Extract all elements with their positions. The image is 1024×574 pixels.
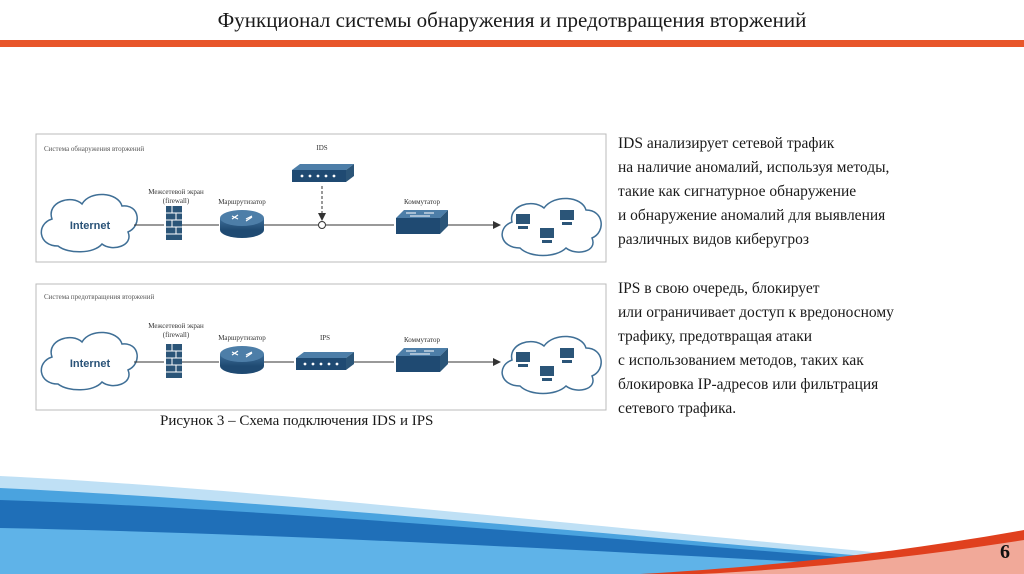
ids-description-line: такие как сигнатурное обнаружение [618,180,1018,204]
ids-router-label: Маршрутизатор [218,198,266,206]
ips-description-line: сетевого трафика. [618,397,1018,421]
ids-firewall-label-line1: Межсетевой экран [148,188,204,196]
router-icon [220,210,264,238]
firewall-icon [166,206,182,240]
ips-description-line: IPS в свою очередь, блокирует [618,277,1018,301]
switch-icon [396,210,448,234]
ips-firewall-label-line2: (firewall) [163,331,190,339]
firewall-icon [166,344,182,378]
switch-icon [396,348,448,372]
ips-sensor-label: IPS [320,334,330,342]
ids-firewall-label-line2: (firewall) [163,197,190,205]
ids-description-line: на наличие аномалий, используя методы, [618,156,1018,180]
ids-panel: Система обнаружения вторжений Internet М… [36,134,606,262]
figure-caption: Рисунок 3 – Схема подключения IDS и IPS [160,413,433,430]
ips-firewall-label-line1: Межсетевой экран [148,322,204,330]
router-icon [220,346,264,374]
ids-description-line: различных видов киберугроз [618,228,1018,252]
internet-cloud-icon: Internet [41,194,137,251]
lan-cloud-icon [502,198,601,255]
ids-description-line: и обнаружение аномалий для выявления [618,204,1018,228]
internet-cloud-icon: Internet [41,332,137,389]
bottom-wave-decoration [0,476,1024,574]
ips-sensor-icon [296,352,354,370]
ips-description-line: или ограничивает доступ к вредоносному [618,301,1018,325]
ips-panel: Система предотвращения вторжений Interne… [36,284,606,410]
tap-point [319,222,326,229]
ips-description-line: блокировка IP-адресов или фильтрация [618,373,1018,397]
ips-description: IPS в свою очередь, блокирует или ограни… [618,277,1018,421]
ids-internet-label: Internet [70,220,111,232]
ids-sensor-label: IDS [316,144,327,152]
ids-switch-label: Коммутатор [404,198,441,206]
ids-description: IDS анализирует сетевой трафик на наличи… [618,132,1018,252]
lan-cloud-icon [502,336,601,393]
ips-description-line: с использованием методов, таких как [618,349,1018,373]
ips-panel-title: Система предотвращения вторжений [44,293,155,301]
ids-panel-title: Система обнаружения вторжений [44,145,144,153]
ips-switch-label: Коммутатор [404,336,441,344]
ids-description-line: IDS анализирует сетевой трафик [618,132,1018,156]
ips-internet-label: Internet [70,358,111,370]
ips-description-line: трафику, предотвращая атаки [618,325,1018,349]
ids-sensor-icon [292,164,354,182]
page-number: 6 [1000,541,1010,564]
ips-router-label: Маршрутизатор [218,334,266,342]
